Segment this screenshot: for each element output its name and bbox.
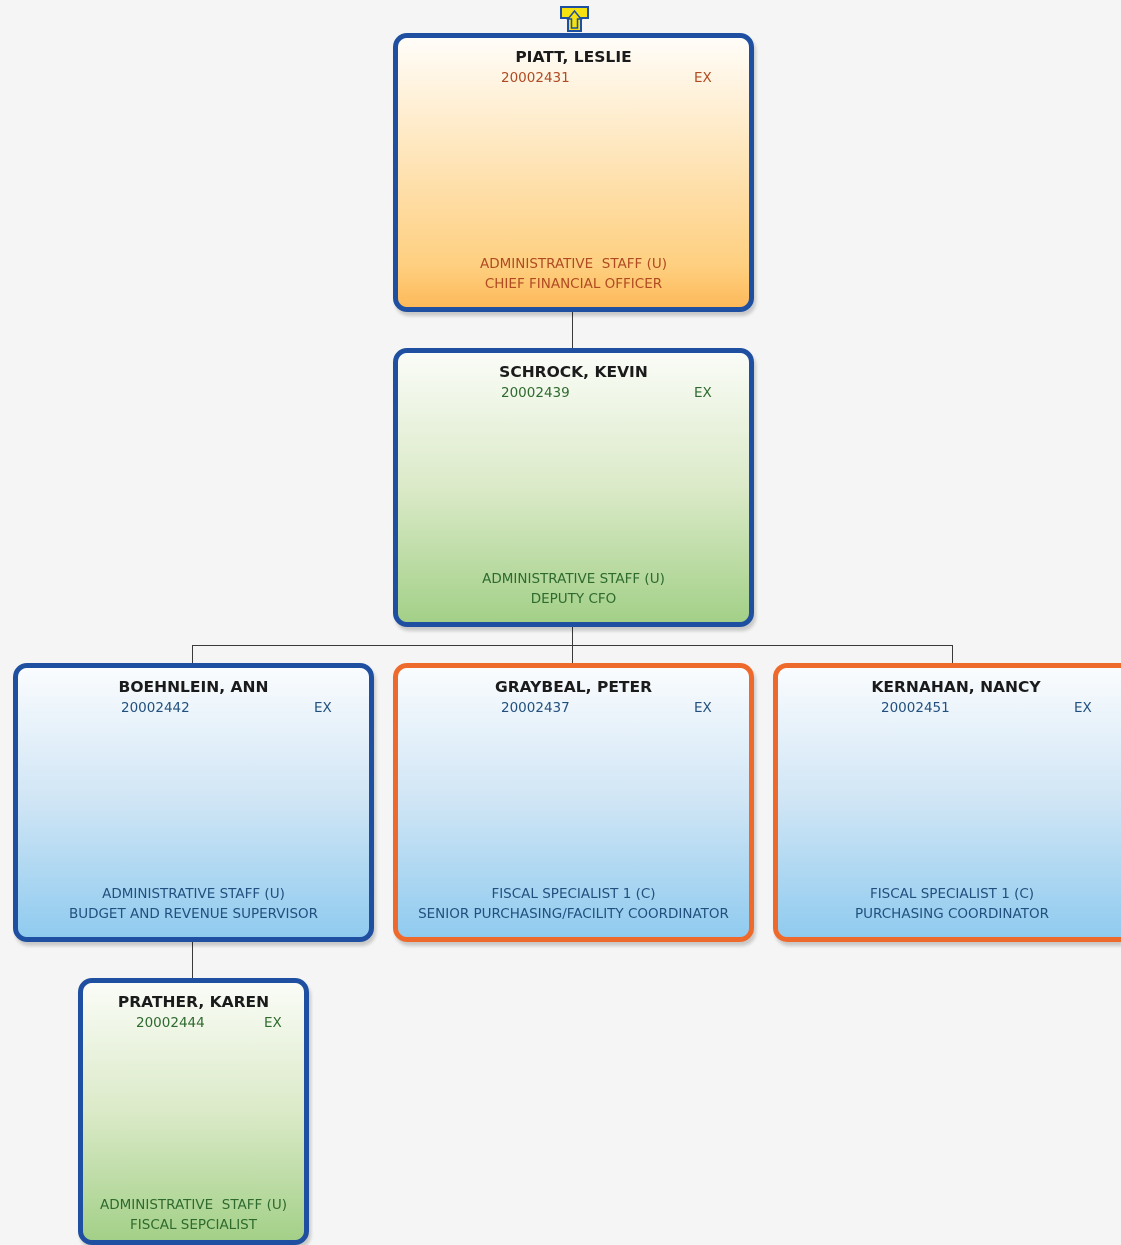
employee-number: 20002439 <box>501 385 570 401</box>
position-class: ADMINISTRATIVE STAFF (U) <box>102 886 285 902</box>
org-node-prather[interactable]: PRATHER, KAREN 20002444 EX ADMINISTRATIV… <box>78 978 309 1245</box>
position-title: FISCAL SEPCIALIST <box>130 1217 257 1233</box>
employee-name: PRATHER, KAREN <box>117 993 270 1011</box>
connector-bus-boehnlein <box>192 645 193 665</box>
employee-code: EX <box>264 1015 282 1031</box>
employee-code: EX <box>694 70 712 86</box>
position-title: DEPUTY CFO <box>530 591 617 607</box>
employee-code: EX <box>694 700 712 716</box>
position-title: PURCHASING COORDINATOR <box>855 906 1049 922</box>
arrow-up-icon[interactable] <box>560 6 589 32</box>
employee-code: EX <box>694 385 712 401</box>
position-title: BUDGET AND REVENUE SUPERVISOR <box>68 906 319 922</box>
employee-name: PIATT, LESLIE <box>515 48 632 66</box>
connector-piatt-schrock <box>572 310 573 350</box>
employee-name: KERNAHAN, NANCY <box>871 678 1041 696</box>
employee-number: 20002442 <box>121 700 190 716</box>
org-node-kernahan[interactable]: KERNAHAN, NANCY 20002451 EX FISCAL SPECI… <box>773 663 1121 942</box>
org-node-piatt[interactable]: PIATT, LESLIE 20002431 EX ADMINISTRATIVE… <box>393 33 754 312</box>
employee-number: 20002444 <box>136 1015 205 1031</box>
position-title: CHIEF FINANCIAL OFFICER <box>484 276 663 292</box>
position-class: ADMINISTRATIVE STAFF (U) <box>100 1197 287 1213</box>
employee-name: BOEHNLEIN, ANN <box>118 678 269 696</box>
connector-schrock-bus <box>572 625 573 645</box>
position-class: ADMINISTRATIVE STAFF (U) <box>480 256 667 272</box>
org-node-boehnlein[interactable]: BOEHNLEIN, ANN 20002442 EX ADMINISTRATIV… <box>13 663 374 942</box>
org-node-graybeal[interactable]: GRAYBEAL, PETER 20002437 EX FISCAL SPECI… <box>393 663 754 942</box>
position-title: SENIOR PURCHASING/FACILITY COORDINATOR <box>418 906 729 922</box>
position-class: ADMINISTRATIVE STAFF (U) <box>482 571 665 587</box>
employee-number: 20002437 <box>501 700 570 716</box>
connector-bus-graybeal <box>572 645 573 665</box>
org-node-schrock[interactable]: SCHROCK, KEVIN 20002439 EX ADMINISTRATIV… <box>393 348 754 627</box>
position-class: FISCAL SPECIALIST 1 (C) <box>491 886 656 902</box>
employee-code: EX <box>314 700 332 716</box>
employee-name: GRAYBEAL, PETER <box>495 678 652 696</box>
position-class: FISCAL SPECIALIST 1 (C) <box>869 886 1035 902</box>
connector-bus-kernahan <box>952 645 953 665</box>
employee-number: 20002431 <box>501 70 570 86</box>
employee-number: 20002451 <box>881 700 950 716</box>
employee-code: EX <box>1074 700 1092 716</box>
connector-boehnlein-prather <box>192 940 193 980</box>
employee-name: SCHROCK, KEVIN <box>499 363 648 381</box>
